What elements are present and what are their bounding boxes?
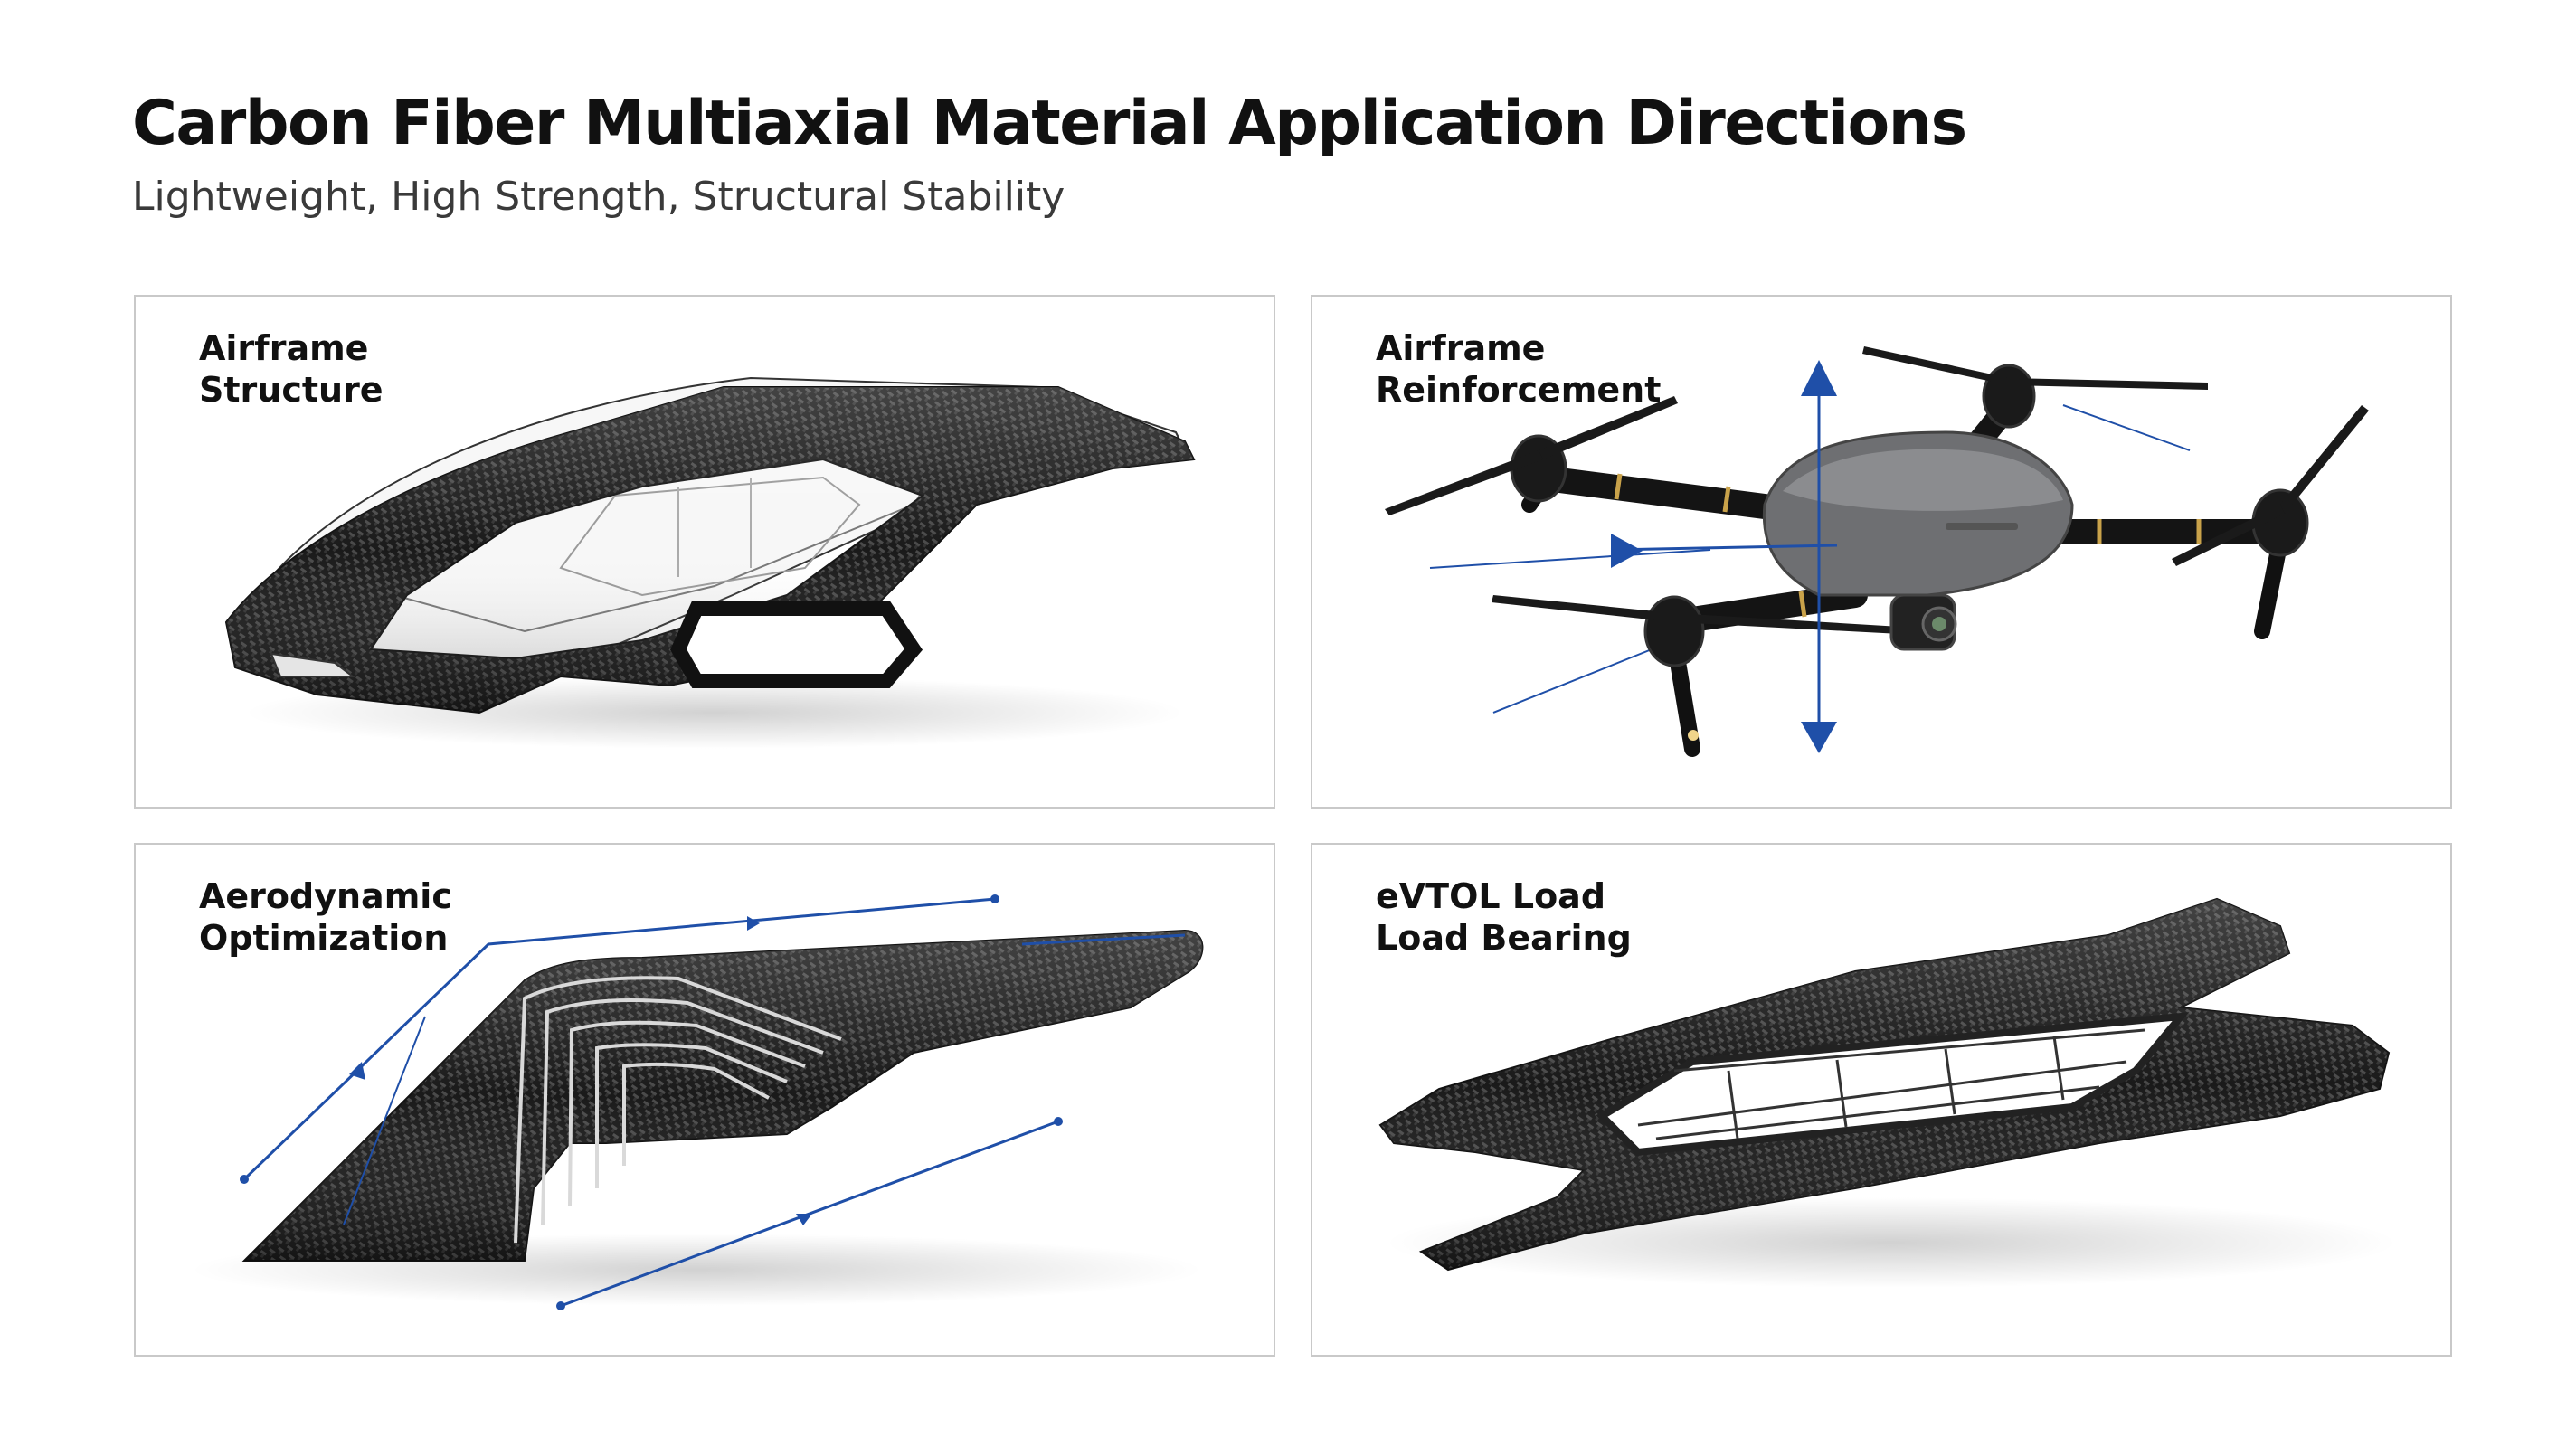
panel-label-line: Airframe <box>1376 328 1546 368</box>
page-subtitle: Lightweight, High Strength, Structural S… <box>132 173 1065 220</box>
panel-label-line: Structure <box>199 370 384 410</box>
panel-label-line: Optimization <box>199 918 449 958</box>
panel-label: Airframe Reinforcement <box>1376 327 1756 411</box>
panel-evtol-load-bearing: eVTOL Load Load Bearing <box>1311 843 2452 1357</box>
panel-label-line: Airframe <box>199 328 369 368</box>
panel-label: Aerodynamic Optimization <box>199 875 579 959</box>
page-title: Carbon Fiber Multiaxial Material Applica… <box>132 88 1967 159</box>
panel-aerodynamic-optimization: Aerodynamic Optimization <box>134 843 1275 1357</box>
panel-label-line: eVTOL Load <box>1376 876 1606 916</box>
quadcopter-drone-icon <box>1385 346 2369 757</box>
wing-panel-icon <box>190 894 1204 1310</box>
panel-label-line: Load Bearing <box>1376 918 1632 958</box>
panel-label-line: Reinforcement <box>1376 370 1662 410</box>
load-bearing-frame-icon <box>1378 897 2398 1288</box>
panel-label: eVTOL Load Load Bearing <box>1376 875 1756 959</box>
fuselage-shell-icon <box>224 376 1196 749</box>
page-header: Carbon Fiber Multiaxial Material Applica… <box>132 87 2303 221</box>
panel-label-line: Aerodynamic <box>199 876 452 916</box>
panel-airframe-reinforcement: Airframe Reinforcement <box>1311 295 2452 809</box>
panel-label: Airframe Structure <box>199 327 579 411</box>
panel-airframe-structure: Airframe Structure <box>134 295 1275 809</box>
